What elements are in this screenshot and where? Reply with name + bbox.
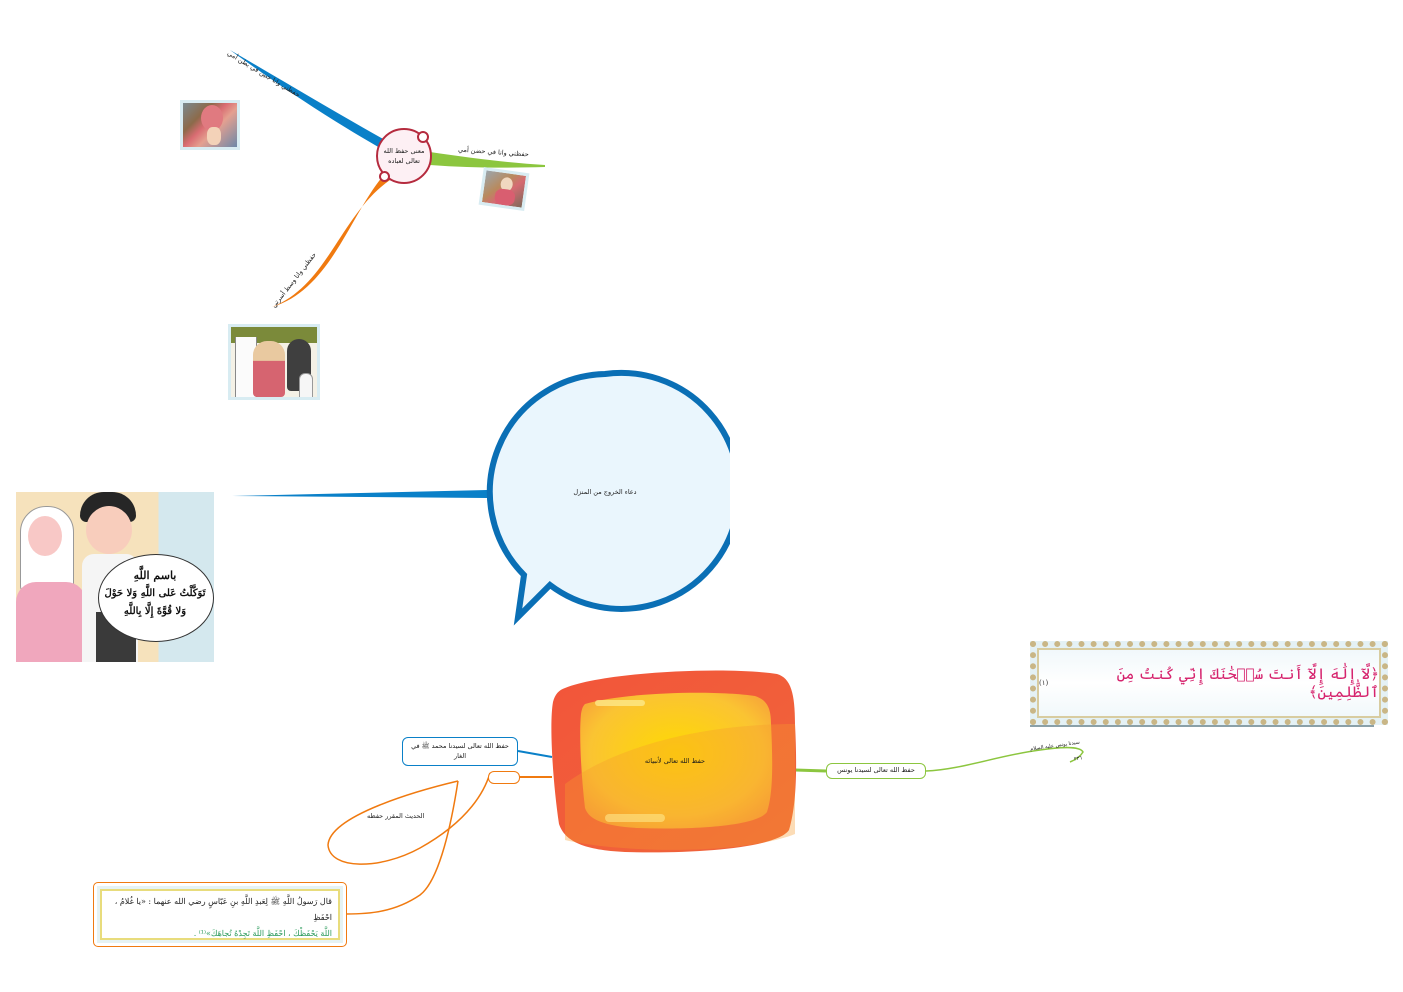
connector-handle-icon[interactable] (379, 171, 390, 182)
hadith-text-line-1: قال رَسولُ اللَّهِ ﷺ لِعَبدِ اللَّهِ بنِ… (114, 897, 332, 922)
verse-text: ﴿لَّآ إِلَٰهَ إِلَّآ أَنتَ سُبۡحَٰنَكَ إ… (1116, 665, 1379, 701)
muhammad-branch-connector (517, 750, 553, 758)
children-saying-dua-image: باسم اللَّهِ تَوَكَّلْتُ عَلى اللَّهِ وَ… (16, 492, 214, 662)
speech-bubble (98, 554, 214, 642)
family-gathering-image (228, 324, 320, 400)
topic2-center-label: دعاء الخروج من المنزل (573, 488, 637, 496)
dua-line-2: تَوَكَّلْتُ عَلى اللَّهِ وَلا حَوْلَ (104, 588, 206, 600)
dua-line-1: باسم اللَّهِ (133, 569, 177, 582)
yunus-node[interactable]: حفظ الله تعالى لسيدنا يونس (826, 763, 926, 779)
verse-image: ﴿لَّآ إِلَٰهَ إِلَّآ أَنتَ سُبۡحَٰنَكَ إ… (1030, 641, 1388, 727)
hadith-text-line-2: اللَّهَ يَحْفَظْكَ ، احْفَظِ اللَّهَ تَج… (193, 929, 332, 938)
branch-green-connector (430, 152, 545, 168)
branch-orange-connector (272, 176, 390, 307)
topic2-speech-bubble-node[interactable] (480, 368, 730, 630)
yunus-note-connector (925, 746, 1084, 772)
topic3-center-node[interactable] (545, 664, 803, 860)
verse-ref: (١) (1039, 679, 1049, 687)
yunus-label: حفظ الله تعالى لسيدنا يونس (837, 766, 915, 775)
topic1-center-label: معنى حفظ الله تعالى لعباده (383, 146, 425, 165)
branch-blue-connector (230, 50, 385, 148)
dua-line-3: وَلا قُوَّةَ إِلَّا بِاللَّهِ (123, 605, 187, 617)
yunus-note-line-2: ٢٣٦ (1073, 755, 1083, 763)
hadith-line-connector (345, 780, 459, 915)
mother-holding-baby-image (478, 166, 530, 212)
topic2-connector (232, 490, 487, 498)
muhammad-cave-node[interactable]: حفظ الله تعالى لسيدنا محمد ﷺ في الغار (402, 737, 518, 766)
muhammad-cave-label: حفظ الله تعالى لسيدنا محمد ﷺ في الغار (411, 741, 509, 760)
topic3-center-label: حفظ الله تعالى لأنبيائه (644, 757, 706, 765)
hadith-loop-connector (327, 772, 491, 865)
mother-pregnant-image (180, 100, 240, 150)
hadith-label[interactable]: الحديث المقرر حفظه (367, 812, 425, 820)
connector-handle-icon[interactable] (417, 131, 429, 143)
hadith-image-node[interactable]: قال رَسولُ اللَّهِ ﷺ لِعَبدِ اللَّهِ بنِ… (93, 882, 347, 947)
empty-orange-node[interactable] (488, 771, 520, 784)
yunus-branch-connector (794, 768, 827, 773)
